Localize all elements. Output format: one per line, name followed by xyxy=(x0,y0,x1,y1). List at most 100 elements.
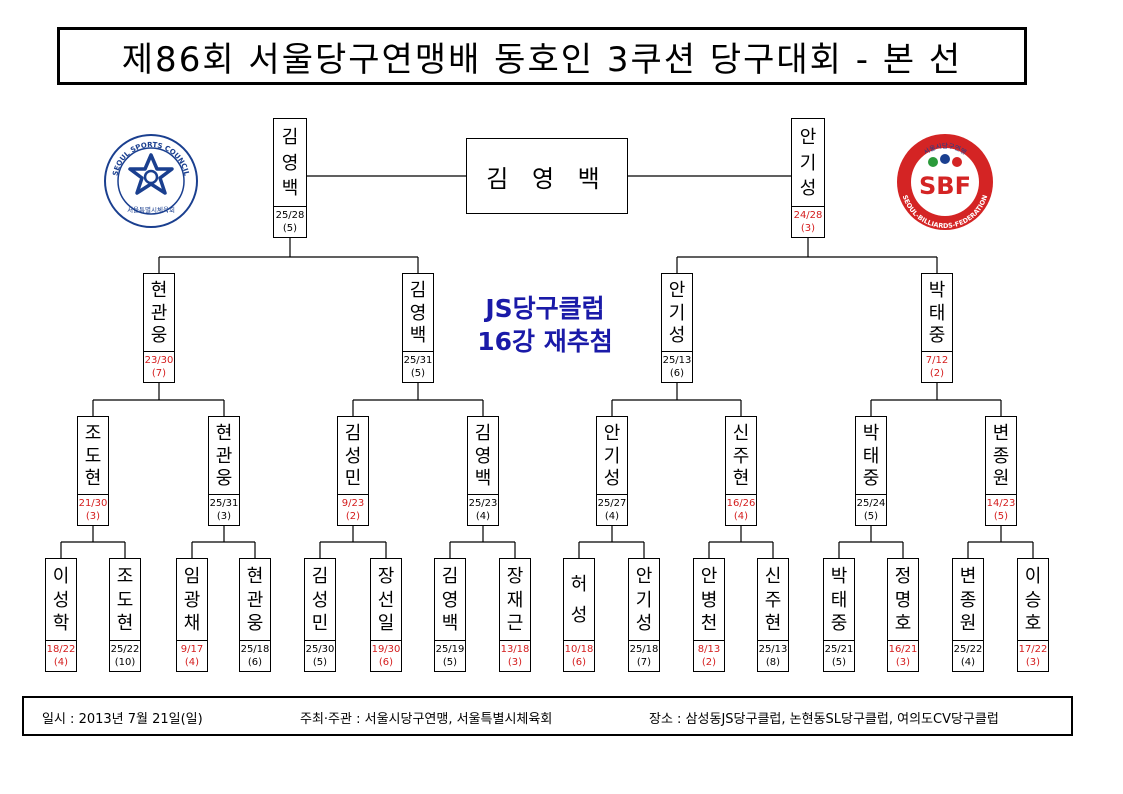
match-score: 24/28(3) xyxy=(792,206,824,237)
score-points: 18/22 xyxy=(46,644,76,655)
match-score: 25/27(4) xyxy=(597,494,627,525)
match-score: 25/31 (3) xyxy=(209,494,239,525)
match-score: 9/23(2) xyxy=(338,494,368,525)
match-score: 10/18(6) xyxy=(564,640,594,671)
match-score: 25/18(6) xyxy=(240,640,270,671)
score-innings: (5) xyxy=(442,657,458,668)
score-points: 25/22 xyxy=(110,644,140,655)
score-innings: (5) xyxy=(993,511,1009,522)
score-points: 19/30 xyxy=(371,644,401,655)
seoul-billiards-federation-logo: 서울시당구연맹 SBF SEOUL-BILLIARDS-FEDERATION xyxy=(897,134,993,230)
match-score: 25/24(5) xyxy=(856,494,886,525)
match-score: 14/23(5) xyxy=(986,494,1016,525)
right-logo-letters: SBF xyxy=(919,172,971,200)
score-innings: (2) xyxy=(701,657,717,668)
score-innings: (5) xyxy=(410,368,426,379)
score-points: 25/30 xyxy=(305,644,335,655)
score-innings: (4) xyxy=(53,657,69,668)
score-points: 25/18 xyxy=(629,644,659,655)
score-innings: (4) xyxy=(733,511,749,522)
event-host: 주최·주관 : 서울시당구연맹, 서울특별시체육회 xyxy=(300,712,553,727)
match-score: 25/28 (5) xyxy=(274,206,306,237)
score-points: 9/23 xyxy=(341,498,365,509)
score-points: 25/28 xyxy=(275,210,305,221)
note-line-2: 16강 재추첨 xyxy=(477,327,613,356)
match-score: 16/26 (4) xyxy=(726,494,756,525)
match-score: 25/13(8) xyxy=(758,640,788,671)
match-score: 25/23 (4) xyxy=(468,494,498,525)
score-points: 25/31 xyxy=(209,498,239,509)
score-points: 9/17 xyxy=(180,644,204,655)
score-innings: (6) xyxy=(247,657,263,668)
score-innings: (4) xyxy=(184,657,200,668)
match-score: 19/30 (6) xyxy=(371,640,401,671)
score-innings: (3) xyxy=(507,657,523,668)
match-score: 21/30 (3) xyxy=(78,494,108,525)
seoul-sports-council-logo: SEOUL SPORTS COUNCIL 서울특별시체육회 xyxy=(104,134,198,228)
score-innings: (5) xyxy=(282,223,298,234)
score-points: 16/26 xyxy=(726,498,756,509)
score-points: 25/31 xyxy=(403,355,433,366)
left-logo-bottom-text: 서울특별시체육회 xyxy=(127,205,175,214)
score-innings: (3) xyxy=(800,223,816,234)
score-innings: (4) xyxy=(475,511,491,522)
score-innings: (3) xyxy=(216,511,232,522)
match-score: 25/19(5) xyxy=(435,640,465,671)
match-score: 13/18(3) xyxy=(500,640,530,671)
score-innings: (6) xyxy=(378,657,394,668)
score-points: 21/30 xyxy=(78,498,108,509)
event-date: 일시 : 2013년 7월 21일(일) xyxy=(42,712,203,727)
score-innings: (5) xyxy=(863,511,879,522)
score-innings: (3) xyxy=(85,511,101,522)
score-innings: (7) xyxy=(636,657,652,668)
score-points: 25/13 xyxy=(758,644,788,655)
note-line-1: JS당구클럽 xyxy=(485,294,605,323)
match-score: 18/22 (4) xyxy=(46,640,76,671)
score-innings: (6) xyxy=(571,657,587,668)
match-score: 16/21(3) xyxy=(888,640,918,671)
score-points: 25/13 xyxy=(662,355,692,366)
match-score: 25/22(4) xyxy=(953,640,983,671)
score-innings: (5) xyxy=(831,657,847,668)
redraw-note: JS당구클럽 16강 재추첨 xyxy=(440,292,650,358)
event-info-footer: 일시 : 2013년 7월 21일(일) 주최·주관 : 서울시당구연맹, 서울… xyxy=(22,696,1073,736)
match-score: 25/30 (5) xyxy=(305,640,335,671)
score-points: 25/23 xyxy=(468,498,498,509)
score-innings: (5) xyxy=(312,657,328,668)
